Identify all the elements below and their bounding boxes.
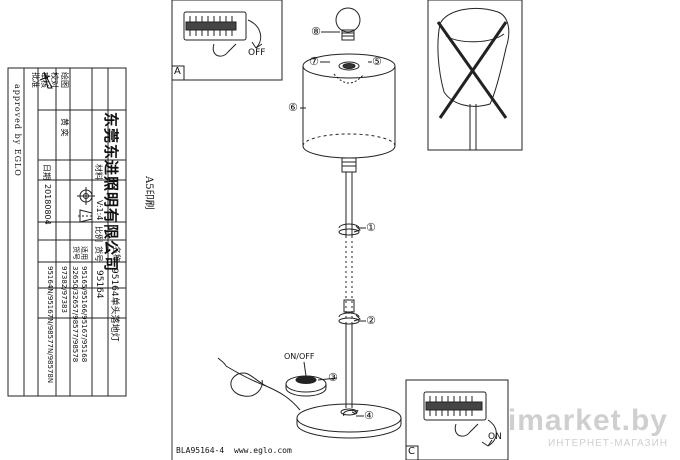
product-no-value: 95164 (94, 270, 104, 299)
lamp-pole (343, 172, 355, 408)
label-designed: 绘图 (60, 72, 69, 88)
step-2: ② (366, 314, 376, 327)
switch-on-illustration (423, 391, 497, 447)
eglo-website: www.eglo.com (234, 446, 292, 455)
label-checked: 校对 (50, 72, 59, 88)
step-8: ⑧ (311, 25, 321, 38)
title-block-frame (7, 67, 127, 397)
label-product-name: 名称 (112, 246, 121, 262)
step-5: ⑤ (372, 55, 382, 68)
pole-joint-1 (338, 223, 361, 236)
no-cloth-cover-panel (427, 0, 523, 151)
label-applicable-no: 适用 货号 (72, 246, 88, 260)
light-bulb-icon (335, 7, 361, 41)
designer-name: 黄 奕 (60, 118, 69, 137)
company-logo-icon (39, 71, 53, 89)
step-6: ⑥ (288, 101, 298, 114)
approved-by: approved by EGLO (13, 84, 22, 177)
document-code: BLA95164-4 (176, 446, 225, 455)
lamp-base (296, 403, 402, 439)
watermark-brand: imarket.by (507, 404, 668, 437)
step-7: ⑦ (309, 55, 319, 68)
applicable-no-1: 95165/95166/95167/95168 (80, 266, 88, 363)
power-cable (217, 357, 301, 411)
step-4: ④ (364, 409, 374, 422)
foot-switch (285, 375, 327, 397)
date-value: 20180804 (43, 184, 52, 225)
switch-on-text: ON (488, 432, 502, 442)
panel-c-label: C (408, 446, 415, 457)
step-3: ③ (328, 371, 338, 384)
step-1: ① (366, 221, 376, 234)
panel-a-frame (171, 0, 283, 81)
switch-off-text: OFF (248, 48, 266, 58)
projection-cone-icon (78, 209, 94, 223)
product-name-value: 95164单头落地灯 (109, 268, 119, 342)
base-screw-arrow (342, 409, 359, 417)
projection-symbol-icon (77, 187, 95, 205)
onoff-leader (303, 361, 307, 377)
label-approved: 批准 (31, 72, 40, 88)
onoff-text: ON/OFF (284, 352, 315, 361)
applicable-no-3: 97382/97383 (60, 266, 68, 313)
panel-a-label: A (174, 66, 181, 77)
label-material: 材料 (94, 164, 103, 180)
pole-joint-2 (338, 312, 361, 325)
applicable-no-2: 32650/32657/98577/98578 (71, 266, 79, 363)
scale-value: V:1:4 (95, 200, 104, 221)
switch-off-illustration (183, 11, 263, 57)
applicable-no-4: 95164N/95167N/98577N/98578N (46, 266, 54, 384)
lamp-shade (302, 53, 396, 159)
label-scale: 比例 (94, 226, 103, 242)
label-product-no: 货号 (94, 246, 103, 262)
print-size-label: A5印刷 (143, 176, 154, 210)
label-date: 日期 (42, 164, 51, 180)
watermark-subtitle: ИНТЕРНЕТ-МАГАЗИН (548, 438, 668, 449)
panel-c-frame (405, 379, 509, 460)
lamp-holder (341, 157, 357, 173)
